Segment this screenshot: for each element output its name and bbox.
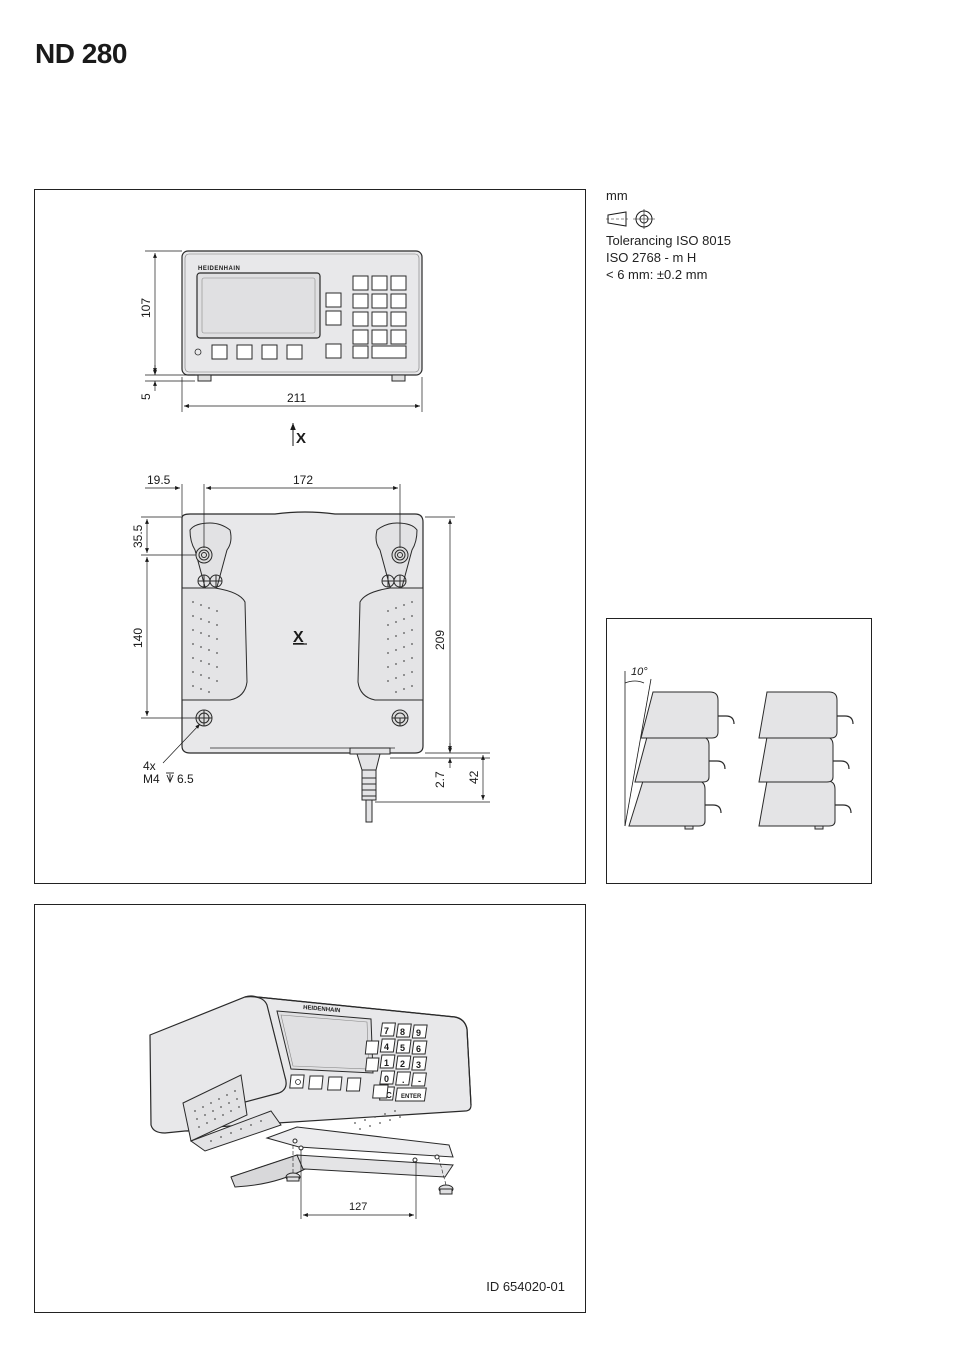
dim-top-offset: 35.5	[131, 524, 145, 548]
dimension-drawing: HEIDENHAIN	[131, 250, 490, 823]
dim-front-feet: 5	[139, 393, 153, 400]
dim-bracket: 127	[349, 1201, 367, 1213]
key-7: 7	[384, 1026, 389, 1036]
tilt-angle-label: 10°	[631, 666, 648, 678]
page-title: ND 280	[35, 38, 127, 69]
key-clear: C	[386, 1091, 392, 1100]
depth-symbol-icon	[166, 772, 174, 784]
dim-hole-offset: 19.5	[147, 473, 171, 487]
dim-hole-spacing: 172	[293, 473, 313, 487]
front-brand-logo: HEIDENHAIN	[198, 266, 240, 272]
dim-front-width: 211	[287, 391, 306, 405]
key-4: 4	[384, 1042, 389, 1052]
display-screen	[196, 272, 321, 339]
vent-panels	[181, 587, 424, 701]
thread-spec: M4	[143, 772, 160, 786]
key-dot: .	[402, 1075, 405, 1085]
tolerancing-line-3: < 6 mm: ±0.2 mm	[606, 267, 708, 282]
unit-label: mm	[606, 188, 628, 203]
tolerancing-line-2: ISO 2768 - m H	[606, 250, 697, 265]
cable-connector	[349, 747, 391, 823]
stacking-diagram-frame: 10°	[606, 618, 872, 884]
front-keypad	[352, 275, 407, 359]
dim-front-height: 107	[139, 298, 153, 318]
key-2: 2	[400, 1059, 405, 1069]
mounting-view-frame: HEIDENHAIN 7 8 9 4 5 6 1 2 3 0 . - C ENT…	[34, 904, 586, 1313]
mounting-bracket	[230, 1126, 454, 1188]
key-8: 8	[400, 1027, 405, 1037]
dim-connector: 42	[467, 770, 481, 784]
dimension-drawing-frame: HEIDENHAIN	[34, 189, 586, 884]
mount-keypad: 7 8 9 4 5 6 1 2 3 0 . - C ENTER	[379, 1022, 428, 1102]
mount-led-icon	[295, 1079, 301, 1085]
mounting-bosses	[189, 522, 418, 727]
vent-dots	[192, 601, 413, 693]
document-id: ID 654020-01	[486, 1279, 565, 1294]
mount-display	[276, 1010, 374, 1074]
key-3: 3	[416, 1060, 421, 1070]
projection-symbol-icon	[606, 209, 655, 229]
thread-depth: 6.5	[177, 772, 194, 786]
key-0: 0	[384, 1074, 389, 1084]
tolerancing-line-1: Tolerancing ISO 8015	[606, 233, 732, 248]
rear-view-label: X	[293, 629, 304, 646]
view-marker-x: X	[296, 430, 306, 447]
key-1: 1	[384, 1058, 389, 1068]
power-led-icon	[194, 348, 202, 356]
dim-vertical-spacing: 140	[131, 628, 145, 648]
stacked-units-left	[628, 691, 719, 830]
thread-count: 4x	[143, 759, 156, 773]
tolerancing-info: mm Tolerancing ISO 8015 ISO 2768 - m H <…	[606, 187, 731, 283]
key-5: 5	[400, 1043, 405, 1053]
dim-rear-feet: 2.7	[433, 771, 447, 788]
dim-depth: 209	[433, 630, 447, 650]
mounting-diagram: HEIDENHAIN 7 8 9 4 5 6 1 2 3 0 . - C ENT…	[149, 995, 472, 1219]
key-minus: -	[418, 1076, 421, 1086]
stacked-units-right	[758, 691, 838, 830]
front-view: HEIDENHAIN	[139, 250, 423, 447]
key-6: 6	[416, 1044, 421, 1054]
rear-view: X 19.5 172 35.5	[131, 473, 490, 823]
stacking-diagram: 10°	[624, 666, 854, 830]
key-enter: ENTER	[401, 1094, 422, 1100]
key-9: 9	[416, 1028, 421, 1038]
mount-brand-logo: HEIDENHAIN	[303, 1005, 341, 1014]
